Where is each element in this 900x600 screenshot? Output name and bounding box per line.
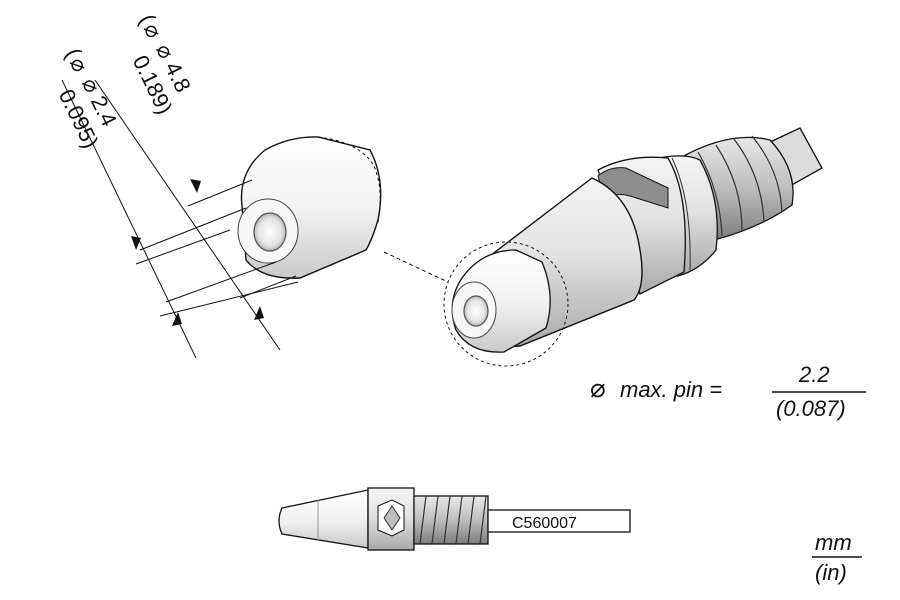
max-pin-formula: ⌀ max. pin = 2.2 (0.087) xyxy=(590,362,866,421)
part-code: C560007 xyxy=(512,515,577,532)
dimension-lines xyxy=(61,79,299,359)
nozzle-side-view: C560007 xyxy=(278,487,631,551)
svg-text:2.2: 2.2 xyxy=(798,362,830,387)
nozzle-perspective xyxy=(443,127,823,367)
dimension-arrows xyxy=(131,179,264,326)
outer-diameter-label: ( ⌀ ⌀ 4.8 0.189) xyxy=(128,10,196,118)
svg-text:mm: mm xyxy=(815,530,852,555)
svg-text:max. pin =: max. pin = xyxy=(620,377,722,402)
detail-circle xyxy=(443,241,569,367)
svg-text:(in): (in) xyxy=(815,560,847,585)
detail-tip xyxy=(237,136,382,279)
svg-text:⌀: ⌀ xyxy=(151,40,179,63)
svg-text:⌀: ⌀ xyxy=(77,74,105,97)
units-legend: mm (in) xyxy=(812,530,862,585)
inner-diameter-label: ( ⌀ ⌀ 2.4 0.095) xyxy=(54,44,122,152)
svg-text:⌀: ⌀ xyxy=(590,373,606,403)
detail-leader xyxy=(383,251,449,283)
svg-text:(0.087): (0.087) xyxy=(776,396,846,421)
